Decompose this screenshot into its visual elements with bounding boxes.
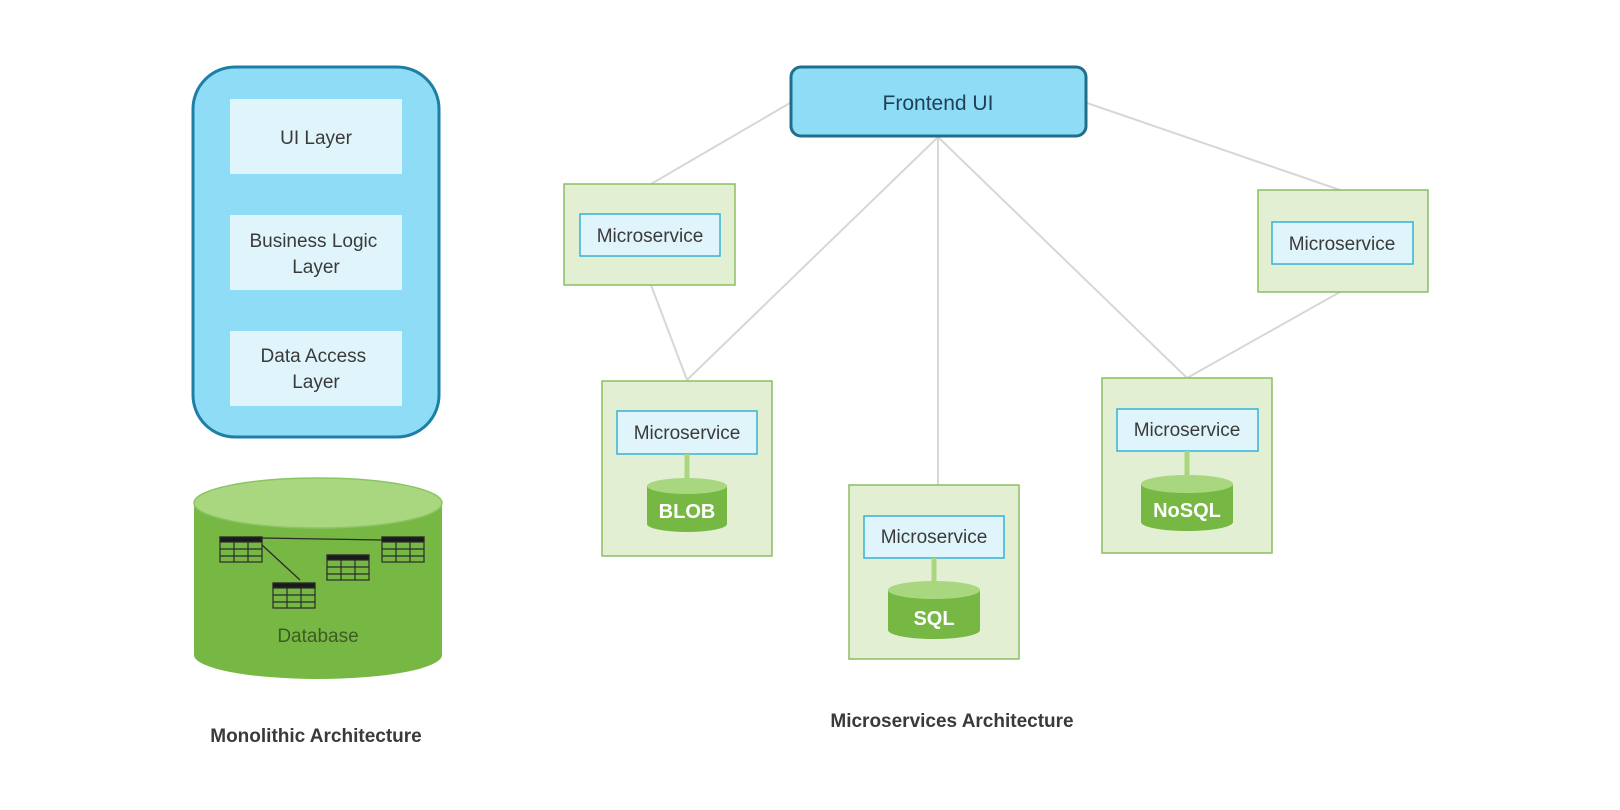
microservice-label: Microservice (1134, 420, 1241, 441)
table-icon (219, 536, 263, 563)
nosql-store-body (1141, 484, 1233, 531)
connector-frontend-blob (686, 136, 939, 381)
database-body (194, 503, 442, 679)
frontend-ui-box (789, 65, 1088, 138)
microservice-node: Microservice (1257, 189, 1429, 293)
data-access-layer-box (230, 331, 402, 406)
microservice-box (616, 410, 758, 455)
data-access-layer-line2: Layer (292, 372, 340, 393)
business-logic-layer-box (230, 215, 402, 290)
database-label: Database (277, 626, 358, 647)
microservice-box (1116, 408, 1259, 452)
business-logic-layer-line2: Layer (292, 257, 340, 278)
connectors (650, 102, 1341, 485)
connector-ms2-nosql (1186, 291, 1341, 379)
microservices-caption: Microservices Architecture (830, 711, 1073, 732)
microservice-label: Microservice (597, 226, 704, 247)
data-access-layer-line1: Data Access (261, 346, 367, 367)
microservice-label: Microservice (1289, 234, 1396, 255)
blob-store-top (647, 478, 727, 494)
database-top (193, 477, 443, 529)
sql-store-body (888, 590, 980, 639)
microservice-node: Microservice (563, 183, 736, 286)
frontend-ui-label: Frontend UI (883, 92, 994, 115)
sql-store-label: SQL (913, 608, 954, 630)
ui-layer-box (230, 99, 402, 174)
table-icon (272, 582, 316, 609)
sql-store-top (888, 581, 980, 599)
microservice-box (1271, 221, 1414, 265)
monolith: UI Layer Business Logic Layer Data Acces… (191, 65, 443, 747)
ui-layer-label: UI Layer (280, 128, 352, 149)
monolith-database: Database (193, 477, 443, 679)
connector-frontend-ms2 (1086, 102, 1341, 191)
table-icon (381, 536, 425, 563)
data-access-layer-label: Data Access Layer (261, 346, 372, 393)
nosql-store-top (1141, 475, 1233, 493)
business-logic-layer-label: Business Logic Layer (249, 231, 382, 278)
microservice-label: Microservice (881, 527, 988, 548)
business-logic-layer-line1: Business Logic (249, 231, 377, 252)
nosql-store-label: NoSQL (1153, 500, 1221, 522)
blob-store-body (647, 486, 727, 532)
connector-frontend-nosql (937, 136, 1188, 379)
connector-ms1-blob (650, 284, 688, 381)
microservices: Frontend UI Microservice Microservice Mi… (563, 65, 1429, 732)
microservice-box (863, 515, 1005, 559)
nosql-node: Microservice NoSQL (1101, 377, 1273, 554)
table-icon (326, 554, 370, 581)
microservice-box (579, 213, 721, 257)
sql-node: Microservice SQL (848, 484, 1020, 660)
connector-frontend-ms1 (650, 102, 791, 185)
monolith-caption: Monolithic Architecture (210, 726, 421, 747)
microservice-label: Microservice (634, 423, 741, 444)
blob-node: Microservice BLOB (601, 380, 773, 557)
blob-store-label: BLOB (659, 501, 716, 523)
